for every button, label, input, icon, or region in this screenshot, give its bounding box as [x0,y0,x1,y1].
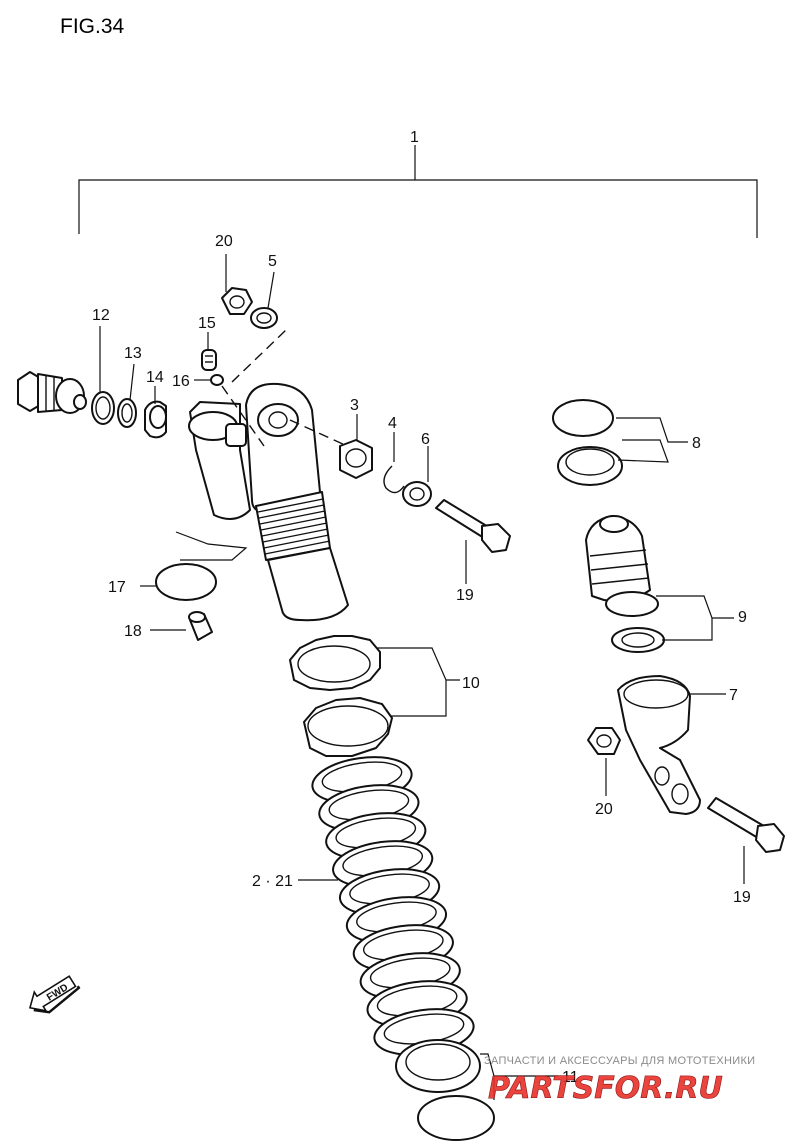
washer-9 [605,591,665,653]
callout-9: 9 [738,609,747,626]
collar-18 [188,611,213,641]
callout-5: 5 [268,253,277,270]
bush-14 [144,400,167,439]
callout-17: 17 [108,579,126,596]
bolt-19-upper [435,499,511,553]
leader-lines [99,254,745,1100]
bump-rubber [585,515,651,602]
washer-5 [250,307,278,329]
lock-ring-10-lower [303,697,393,757]
callout-15: 15 [198,315,216,332]
bleed-plug-15 [201,349,217,371]
figure-title: FIG.34 [60,15,125,38]
shock-body [245,382,349,622]
callout-20: 20 [215,233,233,250]
callout-19-lower: 19 [733,889,751,906]
assembly-line [231,329,287,383]
callout-labels: 1 20 5 12 15 13 14 16 3 4 6 8 17 19 9 18… [92,129,751,1086]
callout-14: 14 [146,369,164,386]
coil-spring [311,756,475,1056]
callout-10: 10 [462,675,480,692]
washer-13 [117,398,137,428]
watermark-brand: PARTSFOR.RU [488,1071,723,1106]
callout-18: 18 [124,623,142,640]
washer-6 [402,481,432,507]
callout-11: 11 [562,1069,579,1086]
callout-8: 8 [692,435,701,452]
spring-seat-11 [395,1039,495,1141]
assembly-bracket [78,145,758,238]
callout-2-21: 2 · 21 [252,873,293,890]
callout-19-upper: 19 [456,587,474,604]
callout-13: 13 [124,345,142,362]
shock-reservoir [188,401,251,520]
adjuster-knob [17,371,87,414]
fwd-arrow-icon: FWD [28,975,81,1014]
washer-16 [210,374,224,386]
seat-8 [552,399,623,486]
lock-ring-10-upper [289,635,381,691]
callout-4: 4 [388,415,397,432]
callout-7: 7 [729,687,738,704]
nut-20-top [221,287,253,315]
assembly-line-17 [175,531,248,561]
bolt-19-lower [707,797,785,853]
circlip-4 [383,465,405,494]
nut-20-lower [587,727,621,755]
clevis-7 [617,675,701,815]
bush-3 [339,439,373,479]
callout-16: 16 [172,373,190,390]
callout-20-lower: 20 [595,801,613,818]
o-ring-17 [155,563,217,601]
callout-6: 6 [421,431,430,448]
assembly-line [289,419,346,446]
assembly-line [221,385,265,447]
watermark-caption: ЗАПЧАСТИ И АКСЕССУАРЫ ДЛЯ МОТОТЕХНИКИ [484,1055,755,1067]
callout-3: 3 [350,397,359,414]
watermark: ЗАПЧАСТИ И АКСЕССУАРЫ ДЛЯ МОТОТЕХНИКИ PA… [484,1055,755,1106]
callout-1: 1 [410,129,419,146]
callout-12: 12 [92,307,110,324]
